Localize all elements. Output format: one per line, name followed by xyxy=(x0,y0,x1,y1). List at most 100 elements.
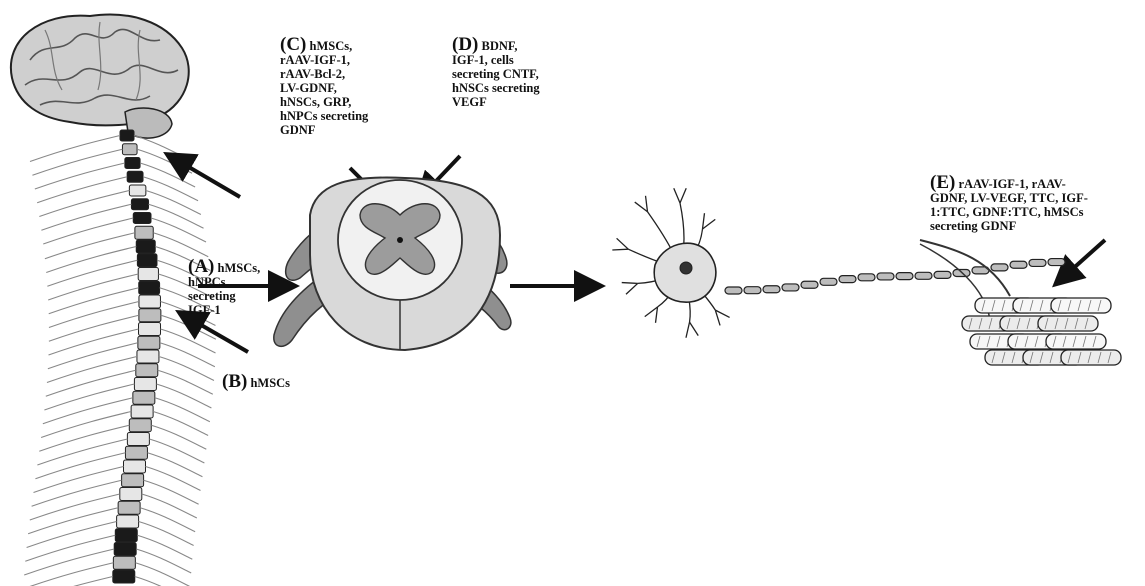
spinal-nerve xyxy=(32,480,122,506)
spinal-nerve xyxy=(147,453,202,477)
spinal-nerve xyxy=(145,467,200,491)
myelin-segment xyxy=(820,278,837,285)
vertebra xyxy=(127,433,149,446)
label-d-line-1: BDNF, xyxy=(482,39,518,53)
vertebra xyxy=(139,295,161,308)
vertebra xyxy=(115,529,137,542)
label-c-line-6: hNPCs secreting xyxy=(280,109,368,123)
label-a-line-3: secreting xyxy=(188,289,260,303)
spinal-nerve xyxy=(24,549,114,575)
label-a-line-4: IGF-1 xyxy=(188,303,260,317)
label-e: (E) rAAV-IGF-1, rAAV- GDNF, LV-VEGF, TTC… xyxy=(930,176,1088,233)
myelin-segment xyxy=(1029,259,1046,266)
label-e-line-4: secreting GDNF xyxy=(930,219,1088,233)
vertebra xyxy=(125,446,147,459)
spinal-nerve xyxy=(32,149,122,175)
spinal-nerve xyxy=(35,453,125,479)
vertebra xyxy=(139,281,160,294)
spinal-nerve xyxy=(144,480,199,504)
vertebra xyxy=(137,350,159,363)
spinal-nerve xyxy=(158,370,213,394)
myelin-segment xyxy=(1010,261,1027,268)
spinal-nerve xyxy=(49,288,139,314)
vertebra xyxy=(122,474,144,487)
myelin-segment xyxy=(744,287,761,294)
label-a-line-2: hNPCs xyxy=(188,275,260,289)
dendrite-branch xyxy=(674,188,680,203)
dendrite-branch xyxy=(635,202,648,212)
spinal-nerve xyxy=(44,384,134,410)
spinal-nerve xyxy=(151,425,206,449)
label-c-line-1: hMSCs, xyxy=(310,39,353,53)
vertebra xyxy=(118,501,140,514)
vertebra xyxy=(113,570,135,583)
label-c-line-2: rAAV-IGF-1, xyxy=(280,53,368,67)
spinal-nerve xyxy=(136,549,191,573)
vertebra xyxy=(136,364,158,377)
spinal-nerve xyxy=(135,577,190,586)
label-c-line-5: hNSCs, GRP, xyxy=(280,95,368,109)
myelin-segment xyxy=(934,271,951,278)
vertebra xyxy=(113,556,135,569)
label-a-line-1: hMSCs, xyxy=(218,261,261,275)
spinal-nerve xyxy=(39,191,129,217)
vertebra xyxy=(133,213,151,224)
spinal-nerve xyxy=(48,343,138,369)
dendrite-branch xyxy=(612,249,628,250)
vertebra xyxy=(133,391,155,404)
dendrite-branch xyxy=(703,219,716,229)
myelin-segment xyxy=(763,286,780,293)
spinal-nerve xyxy=(159,357,214,381)
label-e-letter: (E) xyxy=(930,172,955,193)
vertebra xyxy=(129,419,151,432)
vertebra xyxy=(114,543,136,556)
spinal-nerve xyxy=(49,329,139,355)
dendrite-branch xyxy=(686,322,690,338)
vertebra xyxy=(139,309,161,322)
vertebra xyxy=(131,405,153,418)
spinal-nerve xyxy=(149,439,204,463)
spinal-nerve xyxy=(41,204,131,230)
spinal-nerve xyxy=(143,177,198,201)
spinal-nerve xyxy=(48,274,138,300)
label-d-line-4: hNSCs secreting xyxy=(452,81,540,95)
spinal-nerve xyxy=(137,149,192,173)
vertebra xyxy=(137,254,157,267)
spinal-cord-cross-section xyxy=(274,177,511,350)
spinal-nerve xyxy=(43,398,133,424)
vertebra xyxy=(134,378,156,391)
myelin-segment xyxy=(991,264,1008,271)
myelin-segment xyxy=(839,276,856,283)
spinal-nerve xyxy=(47,260,137,286)
vertebra xyxy=(135,226,153,239)
spinal-nerve xyxy=(23,563,113,586)
label-e-line-3: 1:TTC, GDNF:TTC, hMSCs xyxy=(930,205,1088,219)
spinal-nerve xyxy=(46,247,136,273)
dendrite-branch xyxy=(703,213,705,229)
spinal-nerve xyxy=(33,467,123,493)
spinal-nerve xyxy=(28,508,118,534)
spinal-nerve xyxy=(37,439,127,465)
label-d-line-5: VEGF xyxy=(452,95,540,109)
arrow-a-to-spine xyxy=(170,156,240,197)
spinal-nerve xyxy=(30,494,120,520)
spinal-nerve xyxy=(27,522,117,548)
spinal-nerve xyxy=(39,425,129,451)
vertebra xyxy=(120,488,142,501)
label-c-line-3: rAAV-Bcl-2, xyxy=(280,67,368,81)
label-e-line-1: rAAV-IGF-1, rAAV- xyxy=(958,177,1065,191)
vertebra xyxy=(138,268,158,281)
spinal-nerve xyxy=(49,315,139,341)
myelin-segment xyxy=(915,272,932,279)
myelin-segment xyxy=(782,284,799,291)
vertebra xyxy=(136,240,155,253)
dendrite-branch xyxy=(645,307,658,317)
vertebra xyxy=(139,323,161,336)
spinal-nerve xyxy=(43,218,133,244)
dendrite-branch xyxy=(617,238,629,249)
dendrite-branch xyxy=(680,188,686,203)
vertebra xyxy=(138,336,160,349)
spinal-nerve xyxy=(153,233,208,257)
spinal-nerve xyxy=(30,136,120,162)
myelin-segment xyxy=(1048,259,1065,266)
